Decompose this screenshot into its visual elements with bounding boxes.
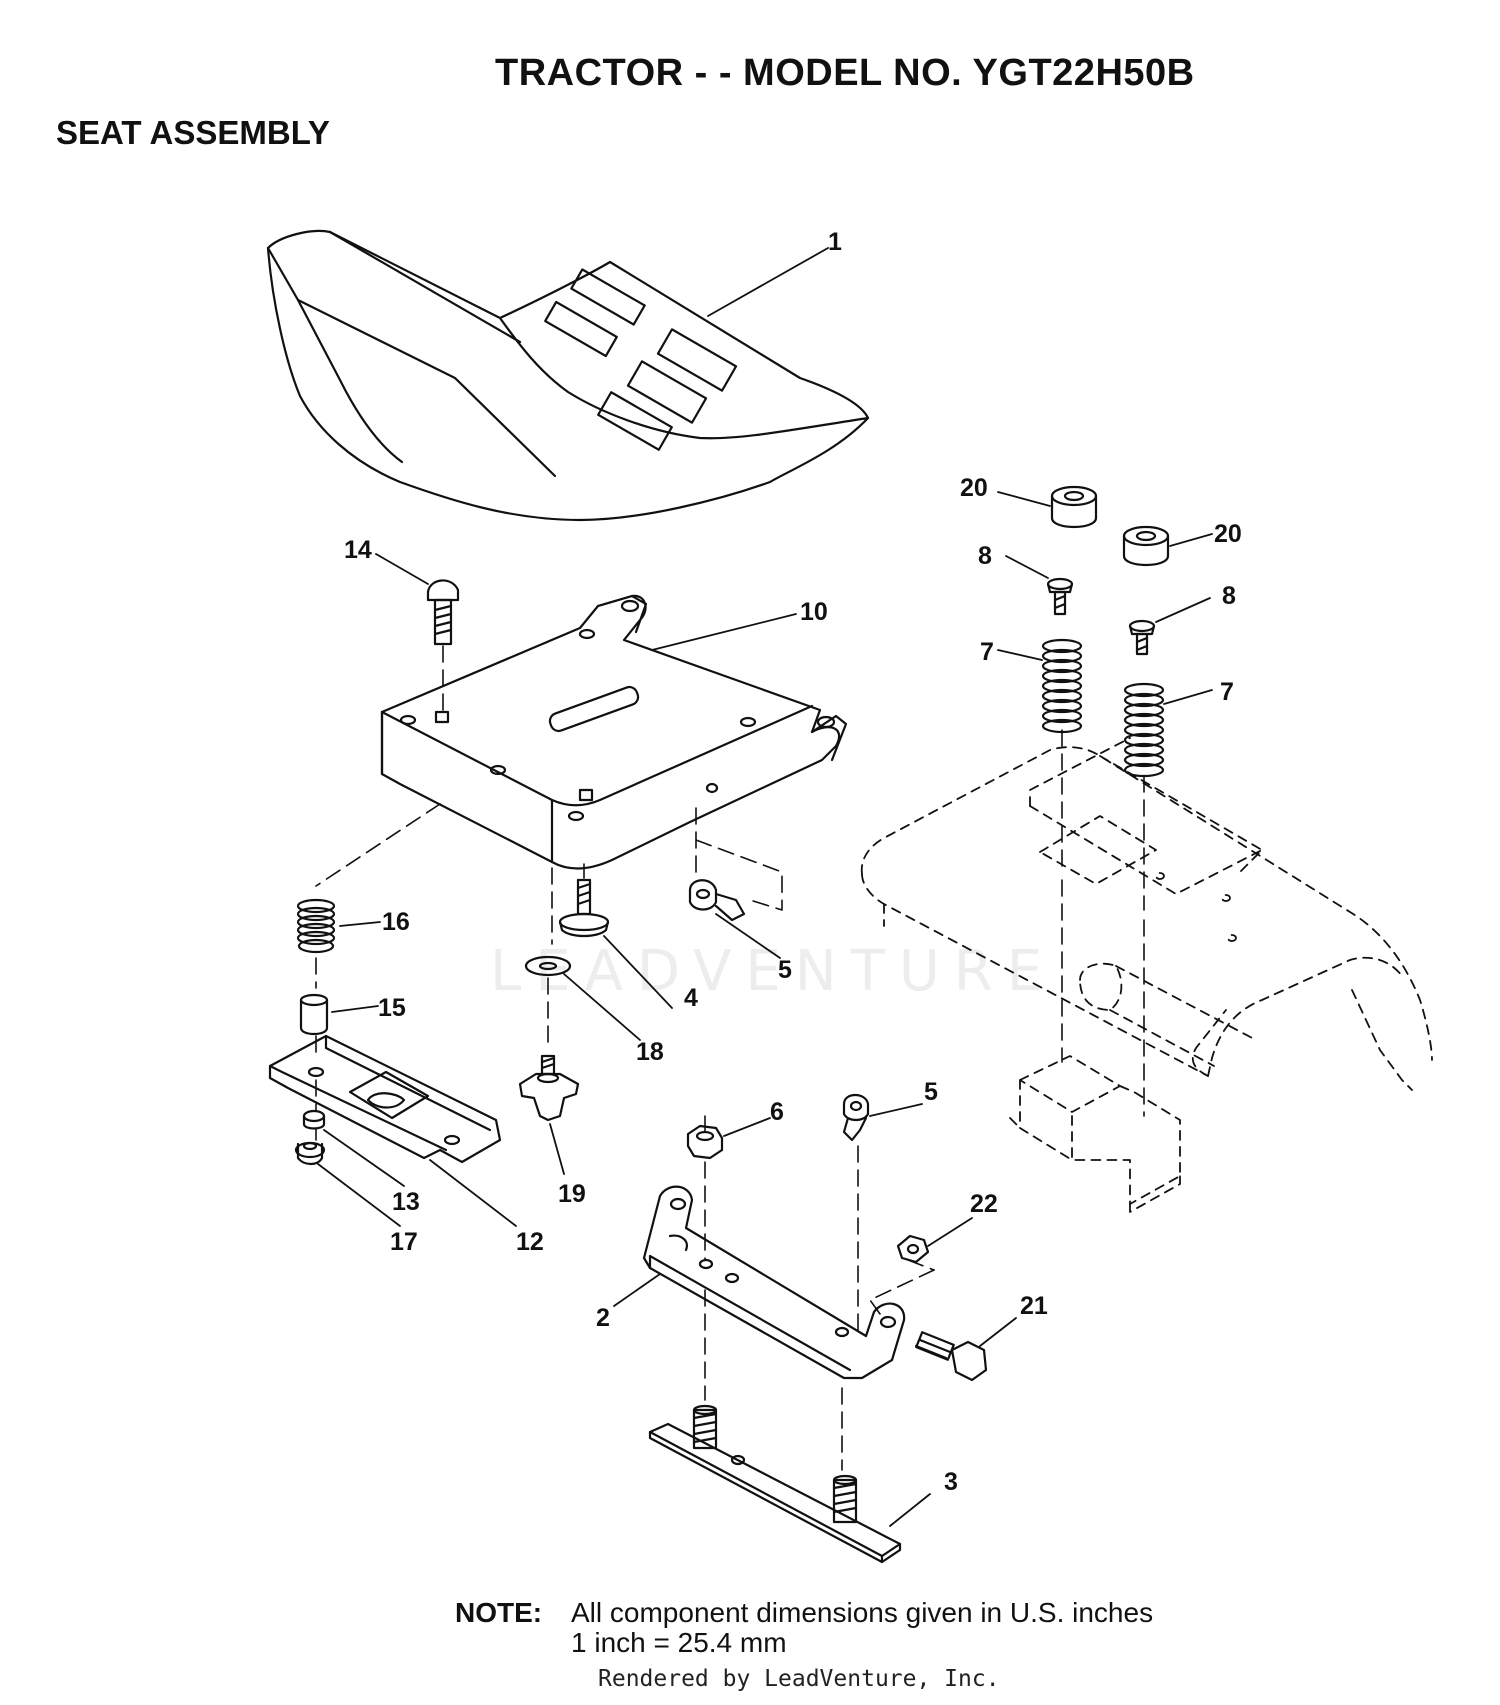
spring-part-7-right bbox=[1123, 682, 1165, 778]
callout-15: 15 bbox=[378, 994, 406, 1022]
spring-part-16 bbox=[296, 898, 336, 954]
leader-lines bbox=[317, 247, 1213, 1527]
note-label: NOTE: bbox=[455, 1597, 543, 1628]
callout-7-left: 7 bbox=[980, 638, 994, 666]
page-title: TRACTOR - - MODEL NO. YGT22H50B bbox=[495, 52, 1195, 94]
callout-1: 1 bbox=[828, 228, 842, 256]
callout-14: 14 bbox=[344, 536, 372, 564]
callout-20-left: 20 bbox=[960, 474, 988, 502]
watermark-text: LEADVENTURE bbox=[490, 939, 1056, 1004]
callout-8-left: 8 bbox=[978, 542, 992, 570]
note-line-2: 1 inch = 25.4 mm bbox=[571, 1627, 787, 1658]
callout-12: 12 bbox=[516, 1228, 544, 1256]
flat-washer-part-18 bbox=[524, 955, 572, 977]
wire-clip-part-5-lower bbox=[842, 1093, 870, 1142]
note-line-1: All component dimensions given in U.S. i… bbox=[571, 1597, 1154, 1628]
callout-3: 3 bbox=[944, 1468, 958, 1496]
callout-21: 21 bbox=[1020, 1292, 1048, 1320]
flange-nut-part-17 bbox=[294, 1141, 326, 1166]
callout-16: 16 bbox=[382, 908, 410, 936]
callout-18: 18 bbox=[636, 1038, 664, 1066]
callout-8-right: 8 bbox=[1222, 582, 1236, 610]
wire-clip-part-5-upper bbox=[688, 879, 746, 922]
bolt-part-8-right bbox=[1128, 619, 1156, 656]
nut-part-22 bbox=[896, 1234, 930, 1264]
bolt-part-8-left bbox=[1046, 577, 1074, 616]
callout-22: 22 bbox=[970, 1190, 998, 1218]
shoulder-bolt-part-4 bbox=[558, 878, 610, 938]
pivot-bracket-part-2 bbox=[642, 1185, 906, 1380]
carriage-bolt-part-14 bbox=[426, 579, 460, 646]
callout-13: 13 bbox=[392, 1188, 420, 1216]
callout-19: 19 bbox=[558, 1180, 586, 1208]
lock-washer-part-13 bbox=[302, 1109, 326, 1130]
knob-part-19 bbox=[518, 1054, 580, 1122]
callout-5-upper: 5 bbox=[778, 956, 792, 984]
stud-plate-part-3 bbox=[648, 1404, 902, 1564]
callout-6: 6 bbox=[770, 1098, 784, 1126]
callout-2: 2 bbox=[596, 1304, 610, 1332]
spacer-part-15 bbox=[299, 993, 329, 1036]
rendered-by-footer: Rendered by LeadVenture, Inc. bbox=[598, 1666, 1000, 1692]
callout-7-right: 7 bbox=[1220, 678, 1234, 706]
callout-20-right: 20 bbox=[1214, 520, 1242, 548]
seat-pan-part-10 bbox=[380, 594, 848, 870]
slide-rail-part-12 bbox=[268, 1034, 502, 1164]
spacer-part-20-left bbox=[1050, 485, 1098, 528]
section-title: SEAT ASSEMBLY bbox=[56, 114, 330, 151]
fender-reference-outline bbox=[860, 737, 1433, 1213]
callout-17: 17 bbox=[390, 1228, 418, 1256]
shoulder-bolt-part-21 bbox=[914, 1331, 988, 1382]
callout-10: 10 bbox=[800, 598, 828, 626]
assembly-centerlines bbox=[315, 645, 1145, 1471]
spring-part-7-left bbox=[1041, 638, 1083, 734]
seat-part-1 bbox=[266, 229, 870, 522]
callout-labels: 1 14 10 16 15 4 5 18 19 13 17 12 6 5 22 … bbox=[344, 228, 1242, 1496]
spacer-part-20-right bbox=[1122, 525, 1170, 566]
callout-5-lower: 5 bbox=[924, 1078, 938, 1106]
callout-4: 4 bbox=[684, 984, 698, 1012]
